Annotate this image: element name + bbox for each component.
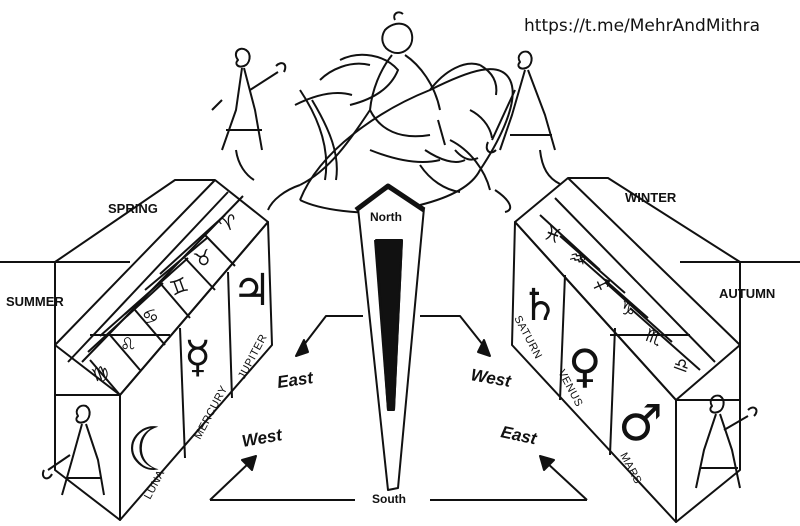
label-mercury: MERCURY <box>192 384 230 442</box>
cancer-glyph-icon: ♋ <box>140 304 162 329</box>
capricorn-glyph-icon: ♑ <box>616 297 638 322</box>
libra-glyph-icon: ♎ <box>670 353 692 378</box>
leo-glyph-icon: ♌ <box>117 332 139 357</box>
label-mars: MARS <box>617 451 643 486</box>
label-autumn: AUTUMN <box>719 286 775 301</box>
label-east-right: East <box>499 422 539 448</box>
label-west-left: West <box>240 425 284 451</box>
saturn-glyph-icon: ♄ <box>520 280 559 331</box>
mercury-glyph-icon: ☿ <box>184 332 211 383</box>
label-jupiter: JUPITER <box>236 332 270 381</box>
direction-arrows <box>209 315 588 501</box>
pisces-glyph-icon: ♓ <box>540 220 565 249</box>
sagittarius-glyph-icon: ♐ <box>590 273 612 298</box>
jupiter-glyph-icon: ♃ <box>232 265 271 316</box>
watermark-url[interactable]: https://t.me/MehrAndMithra <box>524 16 761 36</box>
scorpio-glyph-icon: ♏ <box>642 325 664 350</box>
label-winter: WINTER <box>625 190 677 205</box>
label-summer: SUMMER <box>6 294 64 309</box>
aries-glyph-icon: ♈ <box>216 209 241 238</box>
label-north: North <box>370 210 402 224</box>
label-south: South <box>372 492 406 506</box>
torchbearer-cautopates-icon <box>485 50 561 185</box>
torchbearer-small-right-icon <box>695 394 758 489</box>
compass-pointer <box>354 183 426 491</box>
torchbearer-cautes-icon <box>211 47 287 181</box>
mars-glyph-icon: ♂ <box>618 394 663 452</box>
label-west-right: West <box>469 365 513 391</box>
right-planet-bench <box>511 177 800 523</box>
torchbearer-small-left-icon <box>42 404 105 496</box>
tauroctony-scene-icon <box>267 11 514 214</box>
label-east-left: East <box>276 368 316 392</box>
venus-glyph-icon: ♀ <box>568 339 602 393</box>
aquarius-glyph-icon: ♒ <box>565 244 590 273</box>
left-planet-bench <box>0 179 273 521</box>
luna-glyph-icon: ☾ <box>126 415 180 485</box>
label-spring: SPRING <box>108 201 158 216</box>
virgo-glyph-icon: ♍ <box>90 361 112 386</box>
